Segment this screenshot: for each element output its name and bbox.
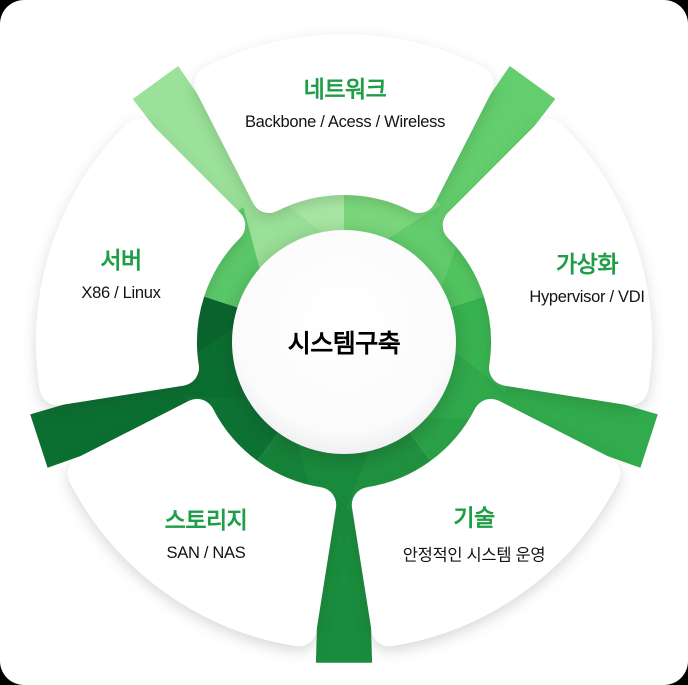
segment-subtitle: Hypervisor / VDI [529, 288, 645, 306]
petal-technology [351, 398, 621, 647]
segment-title: 서버 [100, 247, 142, 273]
segment-title: 기술 [453, 504, 495, 531]
petals [36, 33, 652, 647]
gap-spoke [132, 66, 265, 220]
gap-spoke [30, 371, 192, 468]
segment-subtitle: Backbone / Acess / Wireless [244, 113, 446, 131]
petal-storage [67, 398, 337, 647]
petal-network [194, 33, 494, 213]
segment-subtitle: 안정적인 시스템 운영 [402, 546, 546, 565]
segment-label-virtualization: 가상화 Hypervisor / VDI [529, 245, 645, 307]
gap-spoke [315, 510, 373, 663]
segment-label-technology: 기술 안정적인 시스템 운영 [403, 499, 546, 566]
gap-spokes [30, 66, 658, 663]
gap-spoke [423, 66, 556, 220]
segment-subtitle: SAN / NAS [166, 544, 246, 562]
segment-subtitle: X86 / Linux [81, 284, 161, 302]
petal-virtualization [442, 118, 652, 406]
segment-title: 스토리지 [164, 507, 248, 533]
segment-title: 가상화 [556, 251, 618, 277]
segment-label-network: 네트워크 Backbone / Acess / Wireless [245, 70, 445, 132]
center-circle [232, 230, 456, 454]
segment-label-server: 서버 X86 / Linux [81, 241, 161, 303]
gap-spoke [496, 371, 658, 468]
segment-title: 네트워크 [303, 76, 387, 102]
center-label: 시스템구축 [287, 330, 401, 358]
segment-label-storage: 스토리지 SAN / NAS [165, 501, 248, 563]
petal-server [36, 118, 246, 406]
